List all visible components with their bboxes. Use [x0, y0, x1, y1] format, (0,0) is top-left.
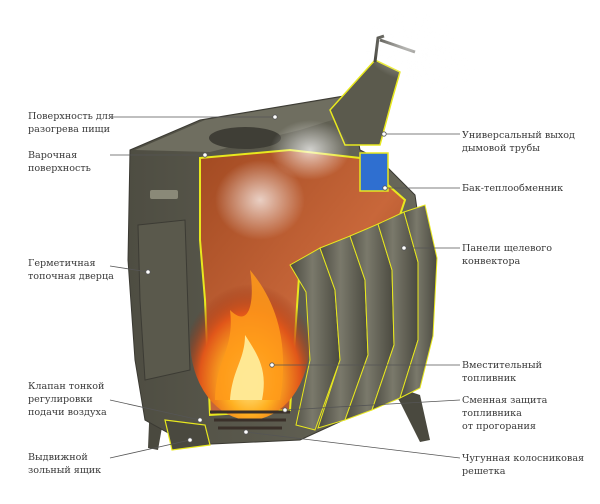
- heat-exchanger-tank-shape: [359, 152, 389, 192]
- flame-core: [230, 335, 264, 400]
- leader-grate: [245, 431, 461, 459]
- label-ash-drawer: Выдвижной зольный ящик: [28, 452, 102, 476]
- label-heat-exchanger-tank: Бак-теплообменник: [462, 183, 564, 194]
- ash-drawer: [164, 419, 211, 451]
- leader-lines: [109, 114, 461, 459]
- leader-burnout: [284, 399, 461, 411]
- grate-bars: [210, 410, 290, 430]
- convector-fins: [289, 204, 438, 431]
- front-door: [137, 219, 191, 381]
- flame: [215, 270, 284, 400]
- label-heating-surface: Поверхность для разогрева пищи: [28, 111, 114, 135]
- leader-dot-heat-exchanger: [382, 185, 388, 191]
- leader-dot-cooking-surface: [202, 152, 208, 158]
- leader-dot-air-valve: [197, 417, 203, 423]
- smoke: [215, 10, 475, 240]
- label-air-valve: Клапан тонкой регулировки подачи воздуха: [28, 381, 107, 418]
- leader-dot-convector: [401, 245, 407, 251]
- leader-dot-grate: [243, 429, 249, 435]
- label-sealed-door: Герметичная топочная дверца: [28, 258, 114, 282]
- hotplate: [209, 127, 281, 149]
- label-grate: Чугунная колосниковая решетка: [462, 453, 585, 477]
- top-lid: [135, 96, 358, 152]
- leader-dot-burnout: [282, 407, 288, 413]
- brand-plate: [150, 190, 178, 199]
- leader-ash-drawer: [109, 439, 191, 459]
- label-fuel-chamber: Вместительный топливник: [462, 360, 542, 384]
- leader-dot-flue-outlet: [381, 131, 387, 137]
- label-flue-outlet: Универсальный выход дымовой трубы: [462, 130, 575, 154]
- leader-dot-heating-surface: [272, 114, 278, 120]
- leader-dot-ash-drawer: [187, 437, 193, 443]
- label-burnout-protection: Сменная защита топливника от прогорания: [462, 395, 548, 432]
- leader-sealed-door: [109, 265, 149, 273]
- leader-dot-sealed-door: [145, 269, 151, 275]
- leader-air-valve: [109, 399, 201, 421]
- label-convector-panels: Панели щелевого конвектора: [462, 243, 553, 267]
- back-leg: [390, 385, 430, 442]
- leader-dot-fuel-chamber: [269, 362, 275, 368]
- label-cooking-surface: Варочная поверхность: [28, 150, 91, 174]
